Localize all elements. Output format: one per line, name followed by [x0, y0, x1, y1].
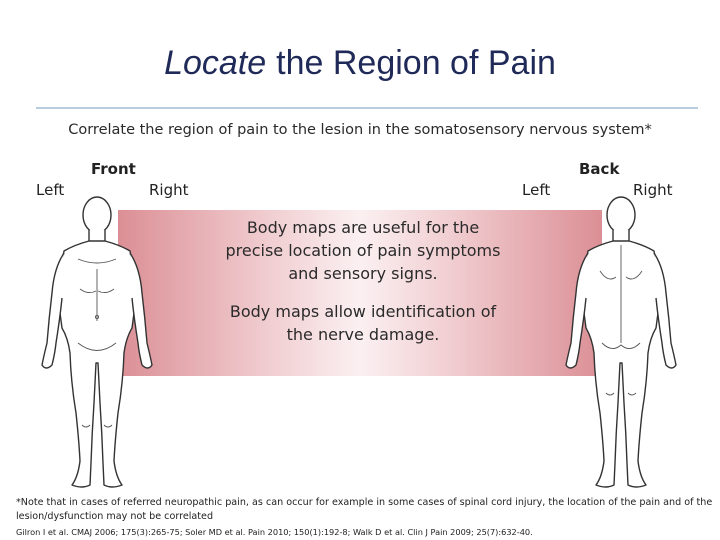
front-label: Front — [91, 160, 136, 178]
back-right-label: Right — [633, 181, 673, 199]
title-divider — [36, 107, 698, 109]
back-label: Back — [579, 160, 620, 178]
title-emphasis: Locate — [164, 44, 267, 82]
band-text-nerve-damage: Body maps allow identification of the ne… — [229, 302, 497, 344]
front-body-map — [41, 196, 153, 488]
pain-region-band — [118, 210, 602, 376]
band-text-body-maps-location: Body maps are useful for the precise loc… — [225, 218, 501, 283]
front-left-label: Left — [36, 181, 65, 199]
slide-subtitle: Correlate the region of pain to the lesi… — [68, 122, 652, 138]
back-left-label: Left — [522, 181, 551, 199]
title-rest: the Region of Pain — [276, 44, 556, 82]
front-right-label: Right — [149, 181, 189, 199]
back-body-map — [565, 196, 677, 488]
references: Gilron I et al. CMAJ 2006; 175(3):265-75… — [16, 527, 533, 537]
footnote: *Note that in cases of referred neuropat… — [16, 497, 713, 522]
